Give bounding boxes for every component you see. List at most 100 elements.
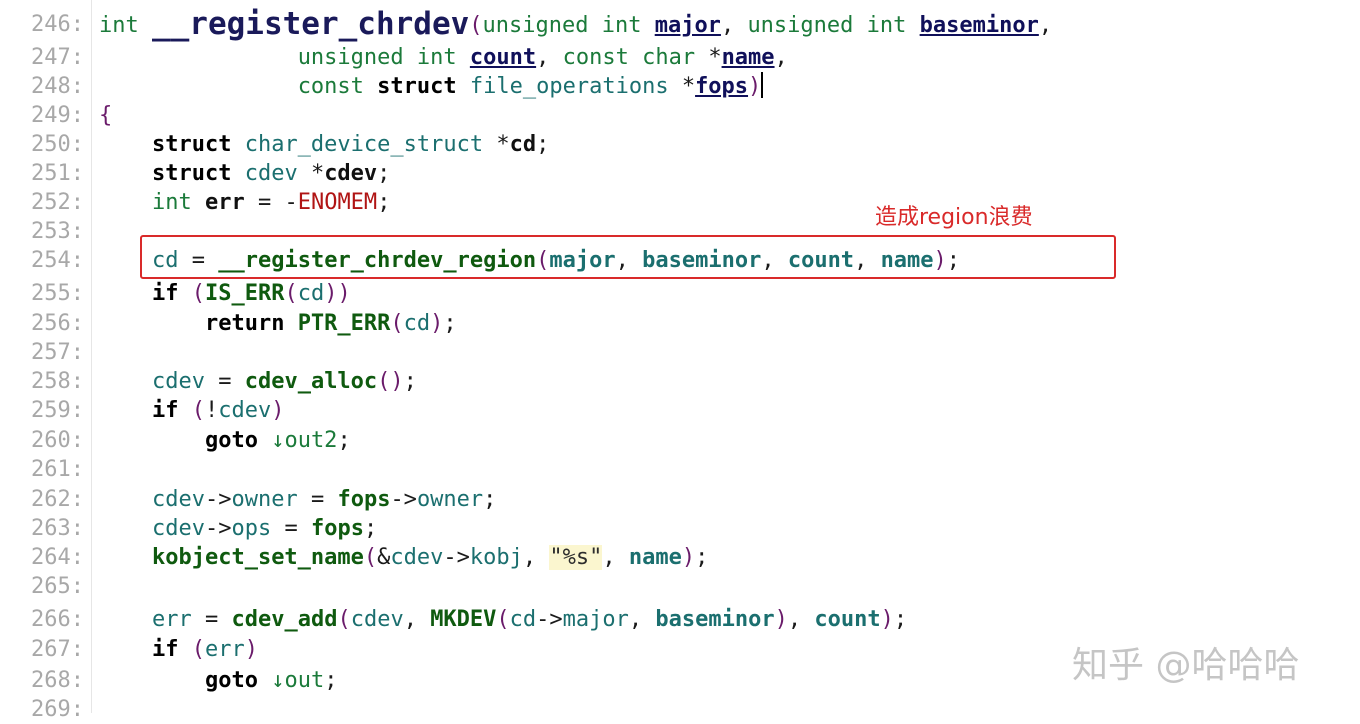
code-line[interactable]: 261: bbox=[0, 455, 1360, 484]
code-line[interactable]: 267: if (err) bbox=[0, 635, 1360, 664]
code-token: ( bbox=[337, 607, 351, 632]
code-token: owner bbox=[231, 487, 298, 512]
code-text: int err = -ENOMEM; bbox=[99, 188, 390, 217]
code-token: const bbox=[297, 74, 378, 99]
code-token: , bbox=[720, 13, 748, 38]
code-token: cd bbox=[403, 311, 431, 336]
code-token: ( bbox=[191, 637, 205, 662]
code-token bbox=[99, 545, 152, 570]
code-token bbox=[99, 607, 152, 632]
code-text: err = cdev_add(cdev, MKDEV(cd->major, ba… bbox=[99, 605, 907, 634]
code-text: if (IS_ERR(cd)) bbox=[99, 279, 351, 308]
code-token: = bbox=[178, 248, 219, 273]
code-line[interactable]: 260: goto ↓out2; bbox=[0, 426, 1360, 455]
code-token: ) bbox=[933, 248, 947, 273]
code-token: ) bbox=[774, 607, 788, 632]
line-number: 263: bbox=[31, 516, 84, 541]
code-line[interactable]: 247: unsigned int count, const char *nam… bbox=[0, 43, 1360, 72]
code-line[interactable]: 263: cdev->ops = fops; bbox=[0, 514, 1360, 543]
code-token: ↓out bbox=[271, 668, 325, 693]
code-line[interactable]: 248: const struct file_operations *fops) bbox=[0, 72, 1360, 101]
line-number: 260: bbox=[31, 428, 84, 453]
text-caret bbox=[761, 72, 764, 98]
line-number: 265: bbox=[31, 574, 84, 599]
code-token: cdev bbox=[324, 161, 378, 186]
code-token: ( bbox=[390, 311, 404, 336]
code-token: unsigned int bbox=[747, 13, 920, 38]
code-token: if bbox=[151, 281, 192, 306]
code-line[interactable]: 246: int __register_chrdev(unsigned int m… bbox=[0, 9, 1360, 40]
code-token: , bbox=[628, 607, 656, 632]
code-token: name bbox=[628, 545, 682, 570]
code-token: int bbox=[99, 13, 152, 38]
code-token: ( bbox=[191, 398, 205, 423]
code-token: = bbox=[297, 487, 338, 512]
line-number: 264: bbox=[31, 545, 84, 570]
code-line[interactable]: 266: err = cdev_add(cdev, MKDEV(cd->majo… bbox=[0, 605, 1360, 634]
code-token: ) bbox=[748, 74, 762, 99]
code-token bbox=[99, 516, 152, 541]
code-text: kobject_set_name(&cdev->kobj, "%s", name… bbox=[99, 543, 708, 572]
code-line[interactable]: 264: kobject_set_name(&cdev->kobj, "%s",… bbox=[0, 543, 1360, 572]
code-line[interactable]: 255: if (IS_ERR(cd)) bbox=[0, 279, 1360, 308]
code-token: cdev bbox=[151, 487, 205, 512]
code-token: baseminor bbox=[655, 607, 775, 632]
line-number: 259: bbox=[31, 398, 84, 423]
code-token bbox=[99, 428, 205, 453]
code-token: ( bbox=[536, 248, 550, 273]
code-token: kobject_set_name bbox=[151, 545, 364, 570]
code-token: fops bbox=[695, 74, 749, 99]
code-token bbox=[99, 487, 152, 512]
line-number: 246: bbox=[31, 12, 84, 37]
code-token: count bbox=[787, 248, 855, 273]
code-token: ( bbox=[284, 281, 298, 306]
code-line[interactable]: 258: cdev = cdev_alloc(); bbox=[0, 367, 1360, 396]
code-token: -> bbox=[390, 487, 417, 512]
code-text: cdev->ops = fops; bbox=[99, 514, 377, 543]
code-text: int __register_chrdev(unsigned int major… bbox=[99, 9, 1052, 40]
code-token: * bbox=[496, 132, 510, 157]
code-text: cdev = cdev_alloc(); bbox=[99, 367, 417, 396]
code-line[interactable]: 257: bbox=[0, 338, 1360, 367]
highlight-box bbox=[140, 235, 1116, 279]
code-token: owner bbox=[416, 487, 484, 512]
code-line[interactable]: 262: cdev->owner = fops->owner; bbox=[0, 485, 1360, 514]
code-line[interactable]: 252: int err = -ENOMEM; bbox=[0, 188, 1360, 217]
code-line[interactable]: 256: return PTR_ERR(cd); bbox=[0, 309, 1360, 338]
code-token: , bbox=[615, 248, 643, 273]
code-text: goto ↓out2; bbox=[99, 426, 351, 455]
code-line[interactable]: 253: bbox=[0, 217, 1360, 246]
code-line[interactable]: 254: cd = __register_chrdev_region(major… bbox=[0, 246, 1360, 275]
code-line[interactable]: 250: struct char_device_struct *cd; bbox=[0, 130, 1360, 159]
code-text: goto ↓out; bbox=[99, 666, 337, 695]
code-line[interactable]: 268: goto ↓out; bbox=[0, 666, 1360, 695]
code-token: unsigned int bbox=[482, 13, 655, 38]
code-token: , bbox=[602, 545, 629, 570]
code-token: cdev bbox=[390, 545, 444, 570]
code-token: ) bbox=[430, 311, 444, 336]
code-token: ) bbox=[880, 607, 894, 632]
code-token: char_device_struct bbox=[244, 132, 497, 157]
code-token: )) bbox=[324, 281, 351, 306]
code-text: struct char_device_struct *cd; bbox=[99, 130, 549, 159]
code-token bbox=[99, 369, 152, 394]
code-token: unsigned int bbox=[297, 45, 470, 70]
code-token: struct bbox=[151, 161, 245, 186]
code-token: -> bbox=[443, 545, 470, 570]
code-token: ; bbox=[695, 545, 709, 570]
code-token: cdev bbox=[151, 369, 205, 394]
code-token bbox=[99, 637, 152, 662]
code-token: ; bbox=[536, 132, 550, 157]
code-token: ( bbox=[363, 545, 378, 570]
code-token: , bbox=[774, 45, 788, 70]
code-text: unsigned int count, const char *name, bbox=[99, 43, 788, 72]
code-line[interactable]: 259: if (!cdev) bbox=[0, 396, 1360, 425]
code-text: if (!cdev) bbox=[99, 396, 284, 425]
code-token: goto bbox=[204, 668, 272, 693]
code-line[interactable]: 269: bbox=[0, 695, 1360, 724]
code-line[interactable]: 265: bbox=[0, 572, 1360, 601]
code-line[interactable]: 251: struct cdev *cdev; bbox=[0, 159, 1360, 188]
code-line[interactable]: 249:{ bbox=[0, 101, 1360, 130]
code-token: ; bbox=[363, 516, 378, 541]
